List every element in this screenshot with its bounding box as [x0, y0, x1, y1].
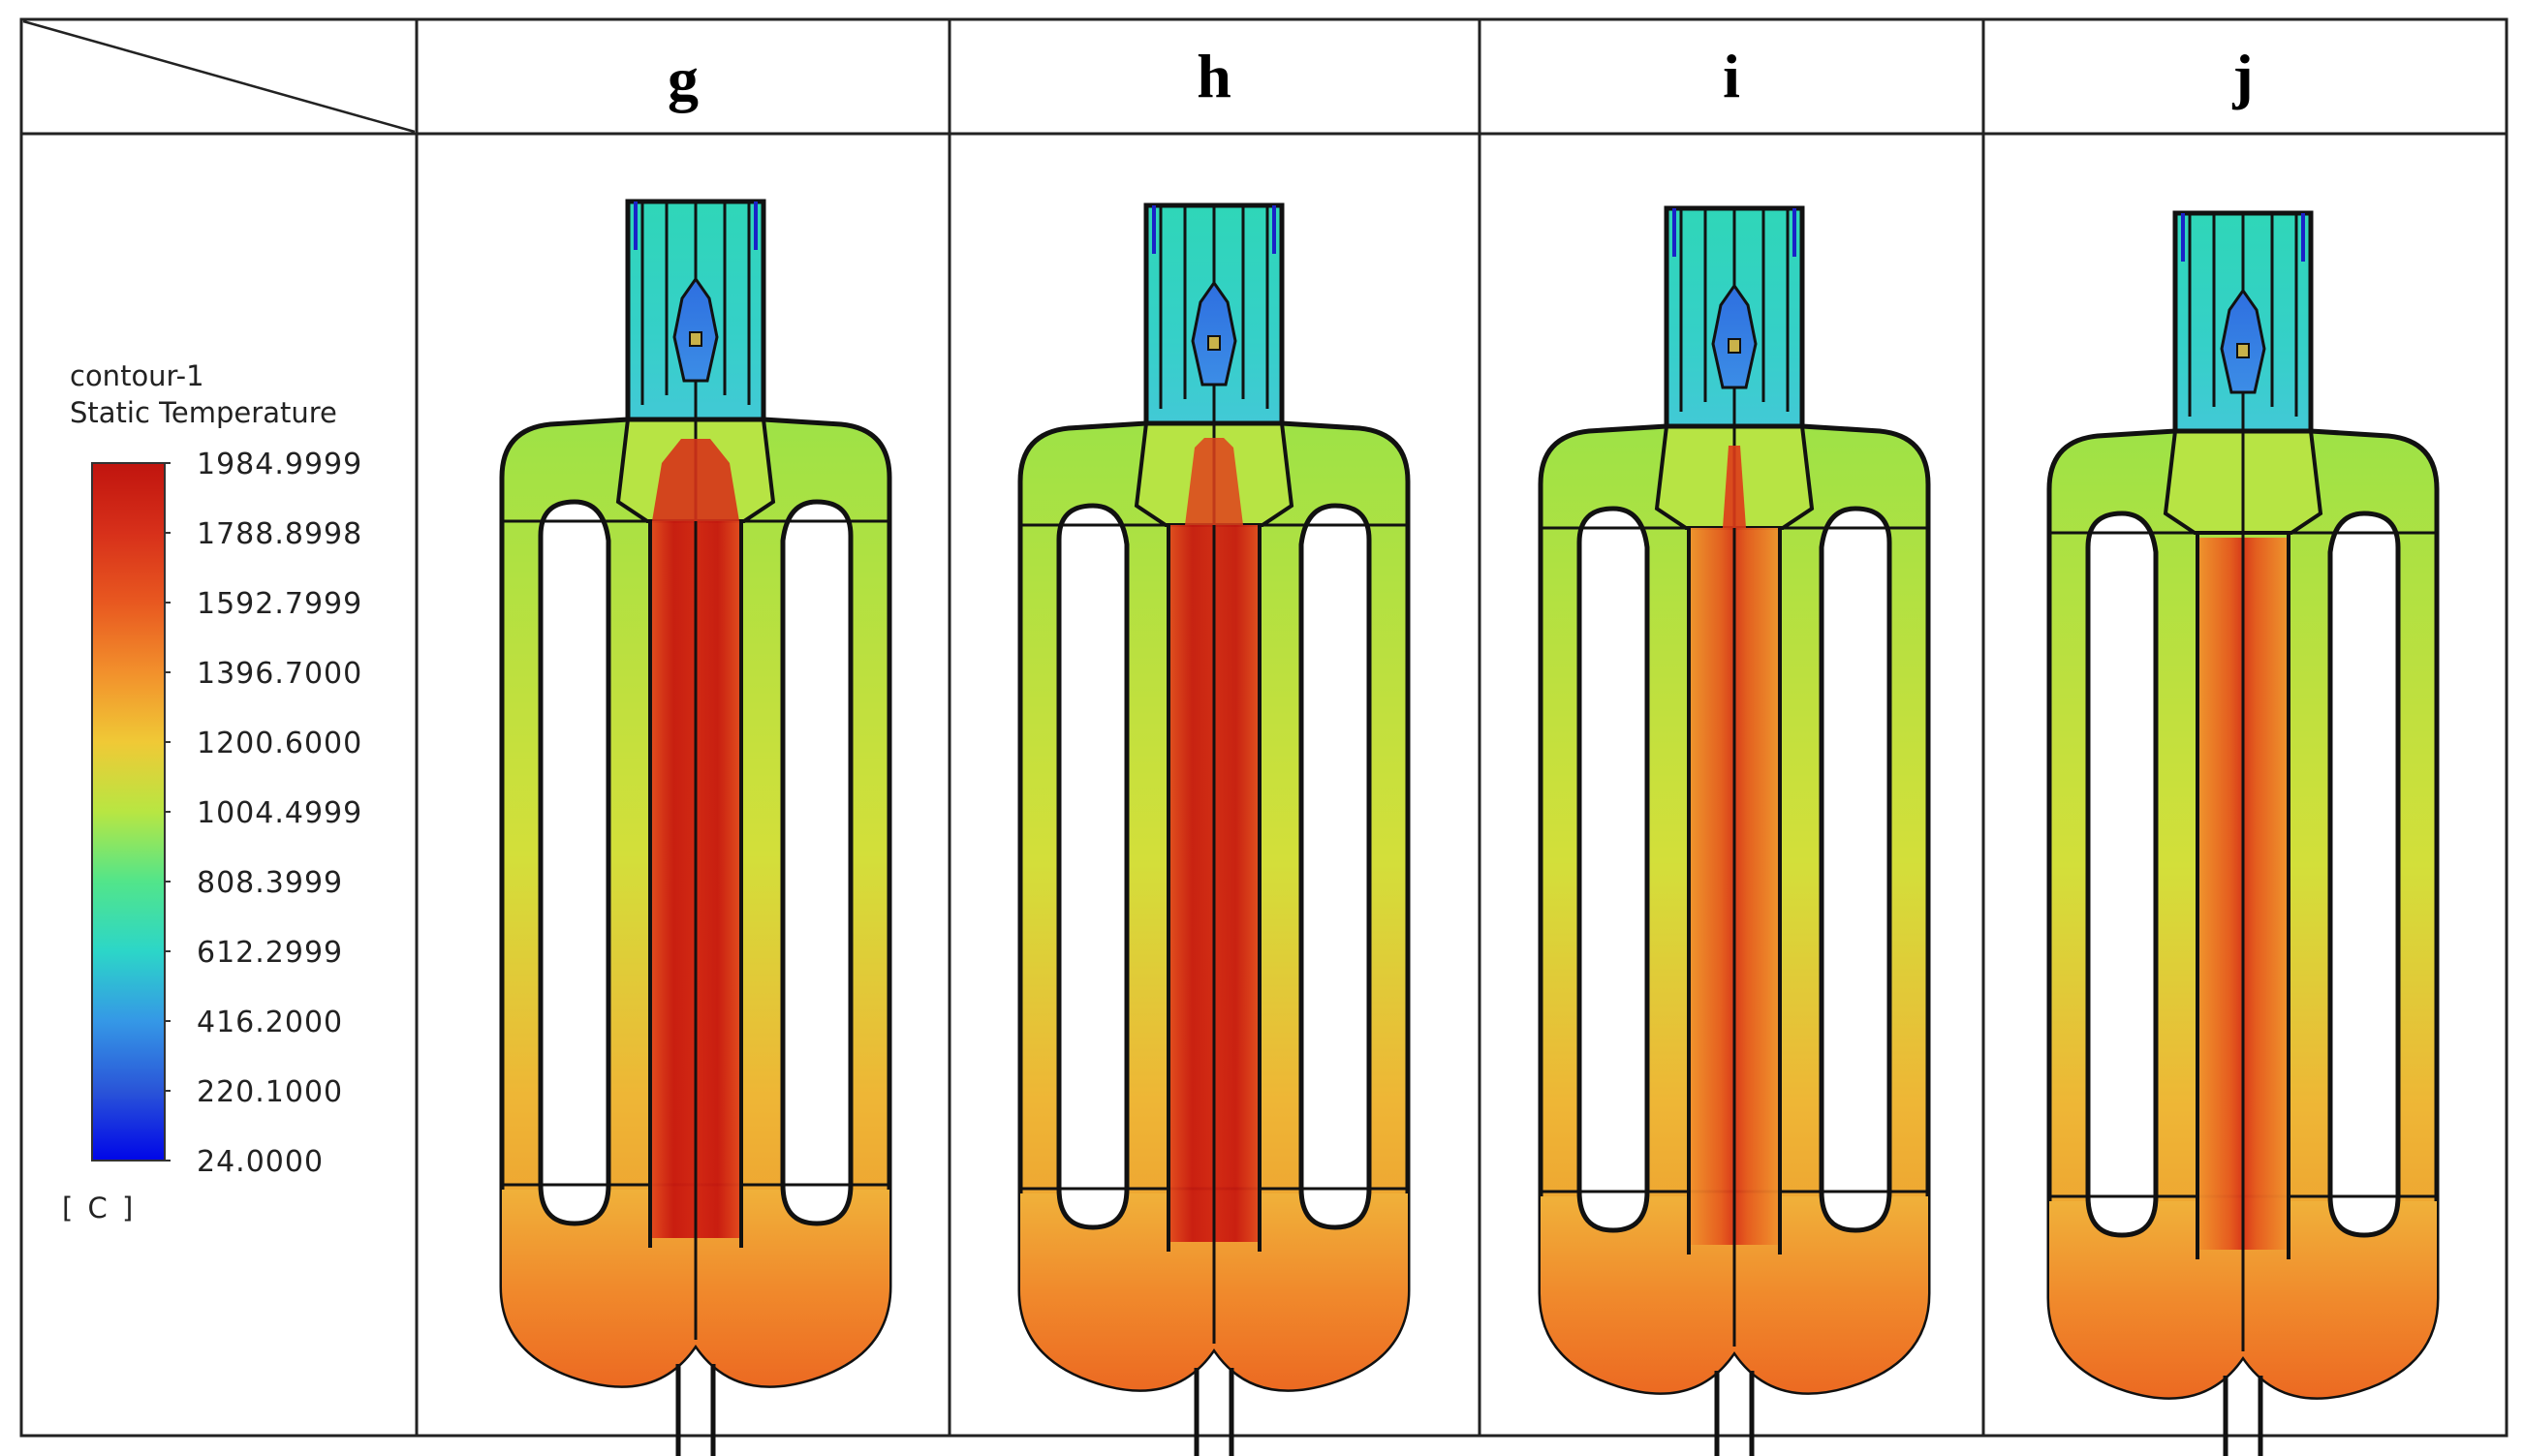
- legend-tick-label: 612.2999: [197, 936, 343, 970]
- legend-colorbar: [91, 462, 166, 1162]
- column-header-h: h: [1197, 42, 1231, 110]
- legend-tick-label: 220.1000: [197, 1075, 343, 1109]
- legend-tick-label: 1788.8998: [197, 517, 362, 551]
- legend-tick-label: 808.3999: [197, 866, 343, 900]
- column-header-j: j: [2231, 42, 2253, 110]
- table-grid: [19, 17, 2508, 1438]
- legend-tick-labels: 1984.9999 1788.8998 1592.7999 1396.7000 1200…: [165, 448, 362, 1179]
- legend-title: contour-1: [70, 359, 204, 392]
- legend-subtitle: Static Temperature: [70, 396, 337, 429]
- legend-tick-label: 1984.9999: [197, 448, 362, 481]
- contour-plot-h: [1020, 205, 1408, 1456]
- legend-tick-label: 1200.6000: [197, 727, 362, 760]
- legend-tick-label: 1592.7999: [197, 587, 362, 621]
- column-header-i: i: [1723, 42, 1740, 110]
- color-legend: contour-1 Static Temperature 1984.9999 17…: [62, 359, 362, 1224]
- contour-plot-g: [502, 201, 889, 1456]
- legend-tick-label: 1396.7000: [197, 657, 362, 691]
- contour-plot-i: [1541, 208, 1928, 1456]
- legend-tick-label: 1004.4999: [197, 796, 362, 830]
- column-header-g: g: [668, 45, 699, 113]
- contour-plot-j: [2049, 213, 2437, 1456]
- legend-tick-label: 416.2000: [197, 1006, 343, 1039]
- legend-unit: [ C ]: [62, 1192, 136, 1224]
- legend-tick-label: 24.0000: [197, 1145, 324, 1179]
